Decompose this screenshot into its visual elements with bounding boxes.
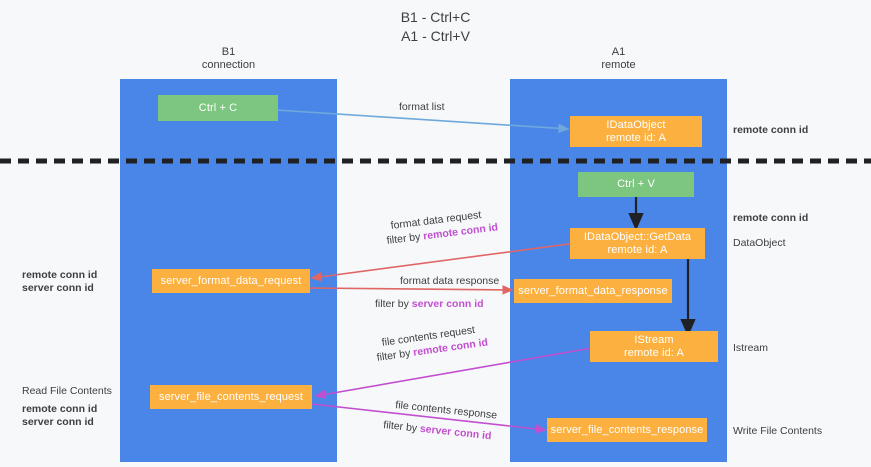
annotation-left-server-conn-id-mid: server conn id <box>22 282 94 294</box>
edge-label-format-list: format list <box>399 101 445 113</box>
node-server-format-data-response-label: server_format_data_response <box>518 284 668 297</box>
annotation-remote-conn-id-mid: remote conn id <box>733 212 809 224</box>
node-server-format-data-response[interactable]: server_format_data_response <box>514 279 672 303</box>
node-idataobject[interactable]: IDataObject remote id: A <box>570 116 702 147</box>
filter-prefix: filter by <box>386 230 424 247</box>
filter-key-server-conn-id: server conn id <box>411 298 484 310</box>
node-ctrl-c[interactable]: Ctrl + C <box>158 95 278 121</box>
node-server-file-contents-response[interactable]: server_file_contents_response <box>547 418 707 442</box>
lane-header-a1: A1 remote <box>510 46 727 72</box>
lane-b1-subtitle: connection <box>201 59 256 71</box>
node-getdata-line2: remote id: A <box>607 243 668 256</box>
node-ctrl-v[interactable]: Ctrl + V <box>578 172 694 197</box>
node-istream[interactable]: IStream remote id: A <box>590 331 718 362</box>
edge-filter-file-contents-response: filter by server conn id <box>383 419 492 443</box>
lane-b1-title: B1 <box>221 46 236 58</box>
node-server-file-contents-request-label: server_file_contents_request <box>158 390 304 403</box>
filter-prefix: filter by <box>382 419 421 435</box>
annotation-istream: Istream <box>733 342 769 354</box>
filter-prefix: filter by <box>376 346 415 364</box>
annotation-left-remote-conn-id-mid: remote conn id <box>22 269 98 281</box>
node-ctrl-v-label: Ctrl + V <box>617 178 655 190</box>
annotation-left-remote-conn-id-bottom: remote conn id <box>22 403 98 415</box>
node-getdata-line1: IDataObject::GetData <box>583 230 692 243</box>
lane-header-b1: B1 connection <box>120 46 337 72</box>
node-server-format-data-request-label: server_format_data_request <box>160 274 302 287</box>
annotation-read-file-contents: Read File Contents <box>22 385 112 397</box>
lane-a1-title: A1 <box>611 46 626 58</box>
edge-label-file-contents-response: file contents response <box>394 399 498 422</box>
node-idataobject-line1: IDataObject <box>606 118 666 131</box>
diagram-title: B1 - Ctrl+C A1 - Ctrl+V <box>0 8 871 46</box>
filter-key-server-conn-id: server conn id <box>419 422 492 443</box>
node-idataobject-line2: remote id: A <box>606 131 666 144</box>
title-line-1: B1 - Ctrl+C <box>400 9 471 25</box>
edge-label-format-data-response: format data response <box>400 275 500 287</box>
annotation-left-server-conn-id-bottom: server conn id <box>22 416 94 428</box>
node-server-file-contents-response-label: server_file_contents_response <box>550 423 704 436</box>
annotation-write-file-contents: Write File Contents <box>733 425 823 437</box>
node-server-format-data-request[interactable]: server_format_data_request <box>152 269 310 293</box>
annotation-dataobject: DataObject <box>733 237 786 249</box>
edge-filter-format-data-response: filter by server conn id <box>375 298 484 311</box>
filter-prefix: filter by <box>375 298 412 310</box>
title-line-2: A1 - Ctrl+V <box>401 28 470 44</box>
node-istream-line2: remote id: A <box>624 346 684 359</box>
node-idataobject-getdata[interactable]: IDataObject::GetData remote id: A <box>570 228 705 259</box>
node-ctrl-c-label: Ctrl + C <box>198 101 238 114</box>
node-server-file-contents-request[interactable]: server_file_contents_request <box>150 385 312 409</box>
node-istream-line1: IStream <box>634 333 674 346</box>
lane-a1-subtitle: remote <box>601 59 636 71</box>
annotation-remote-conn-id-top: remote conn id <box>733 124 809 136</box>
